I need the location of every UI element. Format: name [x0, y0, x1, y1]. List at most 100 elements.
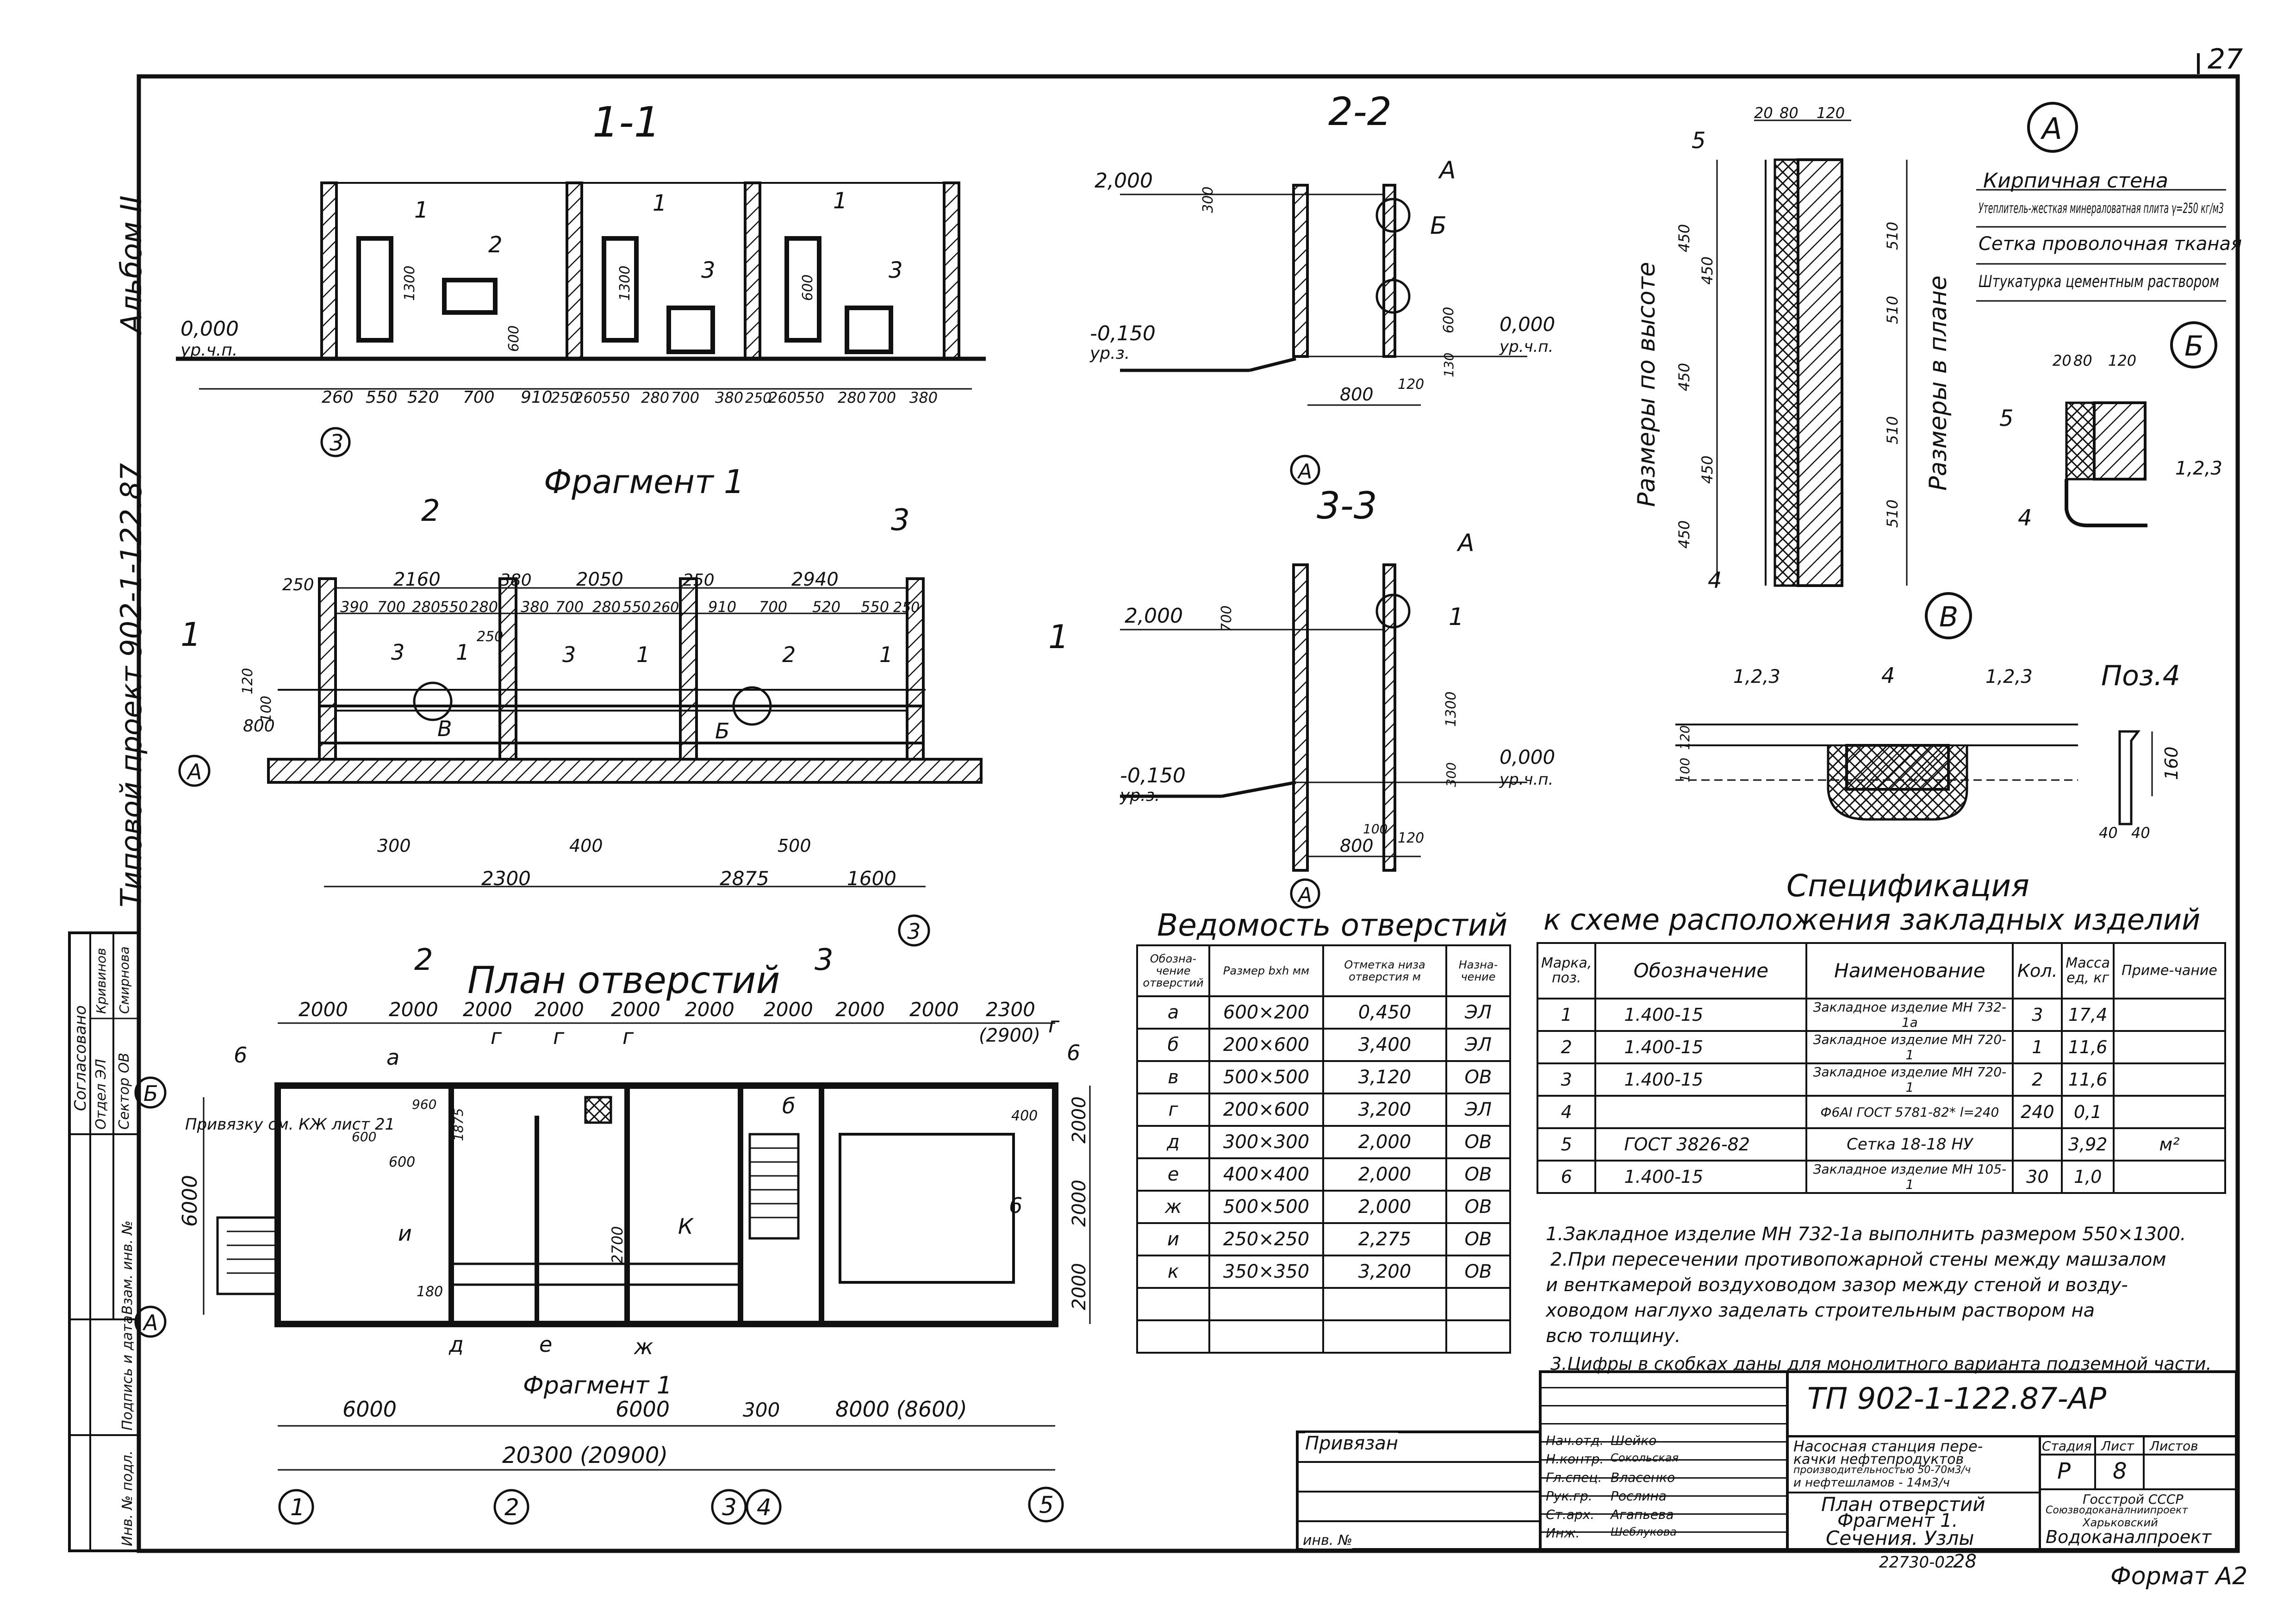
- fragment-1: Фрагмент 1 А 3 250 2160 380 2050 250 294…: [178, 463, 1069, 977]
- detail-b-pos-5: 5: [1999, 406, 2014, 431]
- openings-h-3: Назна-чение: [1445, 944, 1511, 997]
- s22-dim-600: 600: [1441, 307, 1457, 333]
- cell: 2,275: [1322, 1222, 1447, 1256]
- cell: ГОСТ 3826-82: [1594, 1127, 1808, 1162]
- cell: 11,6: [2061, 1062, 2115, 1097]
- openings-h-1: Размер bxh мм: [1208, 944, 1324, 997]
- page-number: 27: [2208, 43, 2243, 75]
- s11-h-6: 600: [800, 275, 816, 301]
- spec-note-3: ховодом наглухо заделать строительным ра…: [1546, 1300, 2095, 1321]
- replaced-inv-label: Взам. инв. №: [119, 1220, 136, 1315]
- detail-v-pos-right: 1,2,3: [1985, 666, 2033, 687]
- plan-label-13: 6: [1009, 1193, 1022, 1218]
- cell: ж: [1136, 1190, 1210, 1224]
- spec-h-2: Наименование: [1805, 942, 2014, 999]
- cell: 1.400-15: [1594, 1062, 1808, 1097]
- cell: 3,200: [1322, 1255, 1447, 1289]
- cell: 1: [2012, 1030, 2063, 1064]
- plan-axis-2: 2: [504, 1494, 519, 1521]
- detail-a-p-0: 510: [1884, 222, 1901, 250]
- object-line-3: и нефтешламов - 14м3/ч: [1793, 1476, 1950, 1490]
- cell: 200×600: [1208, 1028, 1324, 1062]
- spec-title: Спецификация: [1786, 868, 2029, 904]
- spec-h-4: Масса ед, кг: [2061, 942, 2115, 999]
- detail-a-h-4: 450: [1675, 520, 1693, 549]
- plan-label-7: б: [782, 1093, 795, 1118]
- role-4: Ст.арх.: [1546, 1507, 1595, 1522]
- cell: б: [1136, 1028, 1210, 1062]
- detail-a-p-1: 510: [1884, 296, 1901, 324]
- cell: Ф6АI ГОСТ 5781-82* l=240: [1805, 1095, 2014, 1129]
- detail-a-h-3: 450: [1699, 456, 1716, 484]
- sheet-frame: [137, 74, 2240, 1553]
- code-divider: [1789, 1435, 2238, 1437]
- cell: [1594, 1095, 1808, 1129]
- s22-level-ground-sub: ур.з.: [1089, 344, 1130, 363]
- frag-mark-1-left: 1: [180, 616, 201, 654]
- cell: [2113, 1095, 2226, 1129]
- frag-mark-3-top: 3: [891, 503, 910, 537]
- cell: 6: [1536, 1160, 1597, 1194]
- cell: 1,0: [2061, 1160, 2115, 1194]
- s33-dim-700: 700: [1219, 606, 1235, 632]
- plan-small-dim-3: 2700: [609, 1226, 626, 1264]
- frag-top-dim-2: 380: [500, 571, 532, 590]
- detail-a-legend-3: Штукатурка цементным раствором: [1979, 272, 2219, 291]
- cell: 1.400-15: [1594, 998, 1808, 1032]
- plan-axis-a: А: [142, 1310, 158, 1335]
- s22-callout-a: А: [1438, 156, 1456, 184]
- s22-dim-800: 800: [1340, 384, 1374, 405]
- cell: 2,000: [1322, 1157, 1447, 1192]
- stage-rule-2: [2039, 1488, 2238, 1490]
- frag-bottom-dim-3: 2300: [481, 867, 531, 890]
- section-2-2: 2-2 А 2,000 -0,150 ур.з. 0,000 ур.ч.п. А…: [1089, 89, 1555, 485]
- plan-small-dim-0: 960: [412, 1097, 436, 1112]
- name-2: Власенко: [1611, 1470, 1675, 1485]
- cell: к: [1136, 1255, 1210, 1289]
- frag-sub-dim-8: 550: [622, 598, 651, 616]
- s33-dim-300: 300: [1444, 762, 1459, 787]
- detail-a-dim-120: 120: [1817, 104, 1845, 122]
- cell: [2113, 1062, 2226, 1097]
- plan-axis-4: 4: [757, 1494, 772, 1521]
- cell: 250×250: [1208, 1222, 1324, 1256]
- s11-label-1: 2: [488, 232, 503, 258]
- frag-sub-dim-2: 280: [412, 598, 440, 616]
- s22-level-top: 2,000: [1095, 169, 1153, 193]
- frag-sub-dim-14: 250: [893, 600, 920, 616]
- detail-a-callout: А: [2040, 112, 2062, 146]
- openings-table: Обозна-чение отверстий Размер bxh мм Отм…: [1136, 944, 1511, 1354]
- cell: [2113, 998, 2226, 1032]
- cell: 350×350: [1208, 1255, 1324, 1289]
- sheet-header: Лист: [2101, 1438, 2134, 1454]
- stage-value: Р: [2057, 1458, 2071, 1484]
- plan-small-dim-5: 180: [417, 1284, 443, 1300]
- detail-b-pos-4: 4: [2018, 505, 2032, 531]
- s33-dim-800: 800: [1340, 836, 1374, 856]
- plan-top-dim-alt: (2900): [979, 1025, 1040, 1046]
- cell: ЭЛ: [1445, 1028, 1511, 1062]
- plan-right-dim-0: 2000: [1069, 1096, 1090, 1143]
- frag-top-dim-0: 250: [282, 575, 314, 594]
- frag-top-dim-3: 2050: [576, 569, 623, 590]
- s33-level-ground-sub: ур.з.: [1120, 786, 1160, 805]
- original-inv-label: Инв. № подл.: [119, 1450, 136, 1546]
- detail-a-legend-2: Сетка проволочная тканая: [1979, 233, 2242, 255]
- spec-h-0: Марка, поз.: [1536, 942, 1597, 999]
- s11-label-4: 1: [833, 188, 847, 214]
- frag-top-dim-5: 2940: [791, 569, 839, 590]
- plan-label-11: е: [539, 1332, 552, 1357]
- cell: 200×600: [1208, 1093, 1324, 1127]
- spec-table: Марка, поз. Обозначение Наименование Кол…: [1536, 942, 2226, 1194]
- detail-a: А 20 80 120 Размеры по высоте Размеры в …: [1633, 102, 2242, 593]
- frag-sub-dim-6: 700: [555, 598, 584, 616]
- detail-a-h-0: 450: [1675, 224, 1693, 252]
- plan-label-4: г: [622, 1024, 634, 1049]
- object-line-0: Насосная станция пере-: [1793, 1437, 1983, 1455]
- org-line-2: Харьковский: [2083, 1516, 2158, 1529]
- plan-small-dim-6: 600: [352, 1129, 376, 1144]
